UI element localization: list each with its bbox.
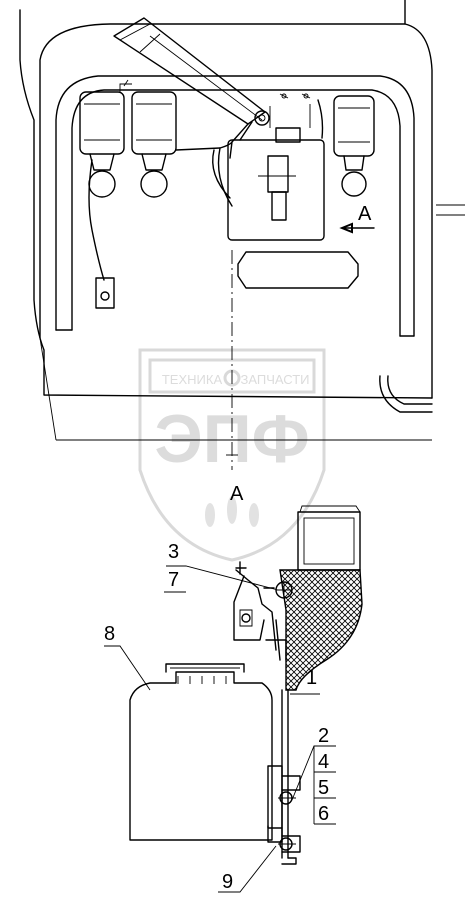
watermark-text-2: ЗАПЧАСТИ	[240, 372, 309, 387]
callout-4: 4	[318, 751, 329, 773]
lamp-left-1	[79, 91, 125, 198]
callout-8: 8	[104, 623, 115, 645]
section-view	[129, 505, 363, 865]
lamp-right	[333, 95, 375, 197]
callout-9: 9	[222, 871, 233, 893]
section-title: A	[230, 483, 244, 505]
wheat-icon	[205, 496, 259, 527]
callout-3: 3	[168, 541, 179, 563]
watermark-logo: ТЕХНИКА ЗАПЧАСТИ ЭПФ	[138, 348, 326, 562]
lamp-left-2	[131, 91, 177, 198]
cab-rear-view: A	[19, 0, 465, 470]
callout-7: 7	[168, 569, 179, 591]
callout-6: 6	[318, 803, 329, 825]
watermark-text-1: ТЕХНИКА	[162, 372, 223, 387]
callout-5: 5	[318, 777, 329, 799]
callout-2: 2	[318, 725, 329, 747]
callouts: 3 7 8 1 2 4 5 6 9	[104, 541, 336, 893]
view-marker-label: A	[358, 203, 372, 225]
callout-1: 1	[306, 667, 317, 689]
